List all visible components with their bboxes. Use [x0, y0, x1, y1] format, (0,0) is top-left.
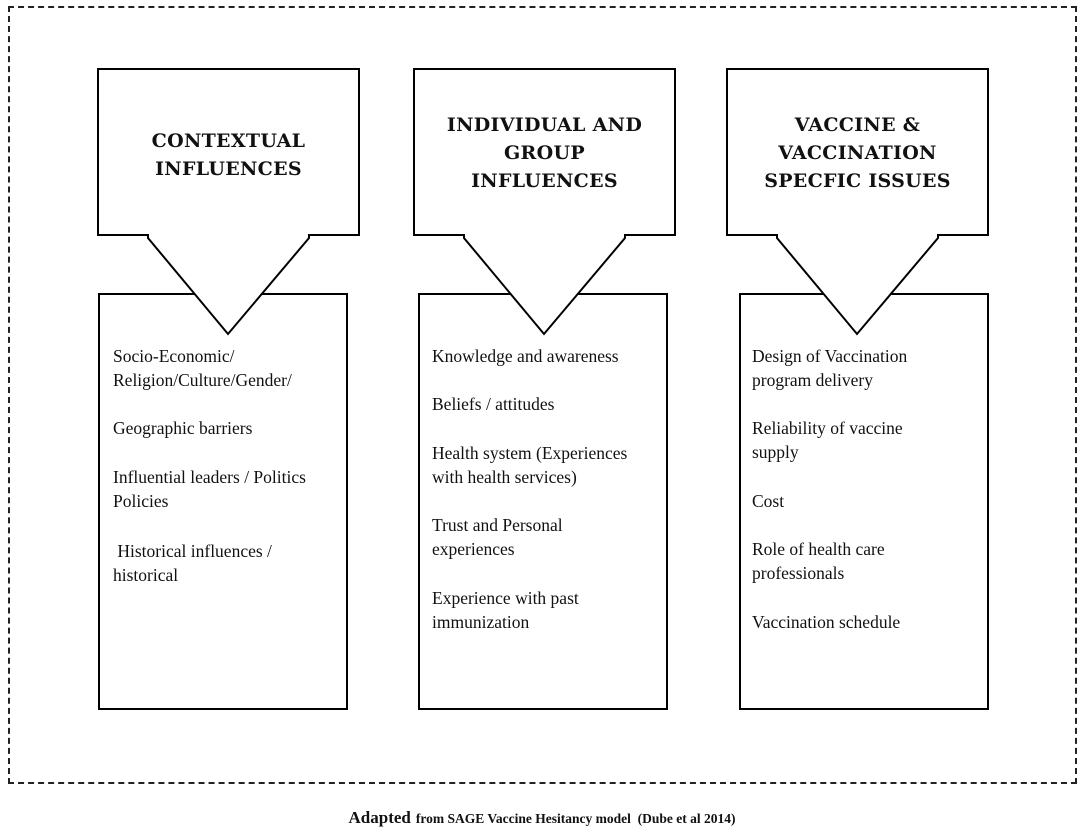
contextual-arrow [97, 68, 360, 336]
figure-caption: Adapted from SAGE Vaccine Hesitancy model… [0, 808, 1084, 828]
list-item: Beliefs / attitudes [432, 392, 554, 416]
heading-line: INDIVIDUAL AND [446, 114, 643, 136]
list-item: Role of health care professionals [752, 537, 885, 585]
item-line: with health services) [432, 467, 577, 487]
item-line: Socio-Economic/ [113, 346, 235, 366]
list-item: Historical influences / historical [113, 539, 272, 587]
heading-line: CONTEXTUAL [151, 130, 306, 152]
item-line: historical [113, 565, 179, 585]
item-line: Design of Vaccination [752, 346, 908, 366]
item-line: supply [752, 442, 799, 462]
item-line: Geographic barriers [113, 418, 253, 438]
list-item: Experience with past immunization [432, 586, 579, 634]
item-line: Policies [113, 491, 169, 511]
vaccine-specific-arrow [726, 68, 989, 336]
item-line: Knowledge and awareness [432, 346, 619, 366]
heading-line: GROUP [504, 142, 585, 164]
list-item: Knowledge and awareness [432, 344, 619, 368]
heading-line: SPECFIC ISSUES [764, 170, 951, 192]
individual-group-heading: INDIVIDUAL AND GROUP INFLUENCES [414, 111, 675, 195]
caption-lead: Adapted [348, 808, 411, 827]
item-line: immunization [432, 612, 530, 632]
heading-line: INFLUENCES [471, 170, 618, 192]
list-item: Socio-Economic/ Religion/Culture/Gender/ [113, 344, 292, 392]
item-line: Trust and Personal [432, 515, 563, 535]
list-item: Reliability of vaccine supply [752, 416, 903, 464]
list-item: Geographic barriers [113, 416, 252, 440]
heading-line: INFLUENCES [155, 158, 302, 180]
item-line: Role of health care [752, 539, 885, 559]
item-line: Religion/Culture/Gender/ [113, 370, 292, 390]
item-line: Health system (Experiences [432, 443, 628, 463]
item-line: Historical influences / [113, 541, 272, 561]
heading-line: VACCINE & [794, 114, 921, 136]
list-item: Cost [752, 489, 784, 513]
item-line: Experience with past [432, 588, 579, 608]
list-item: Vaccination schedule [752, 610, 900, 634]
item-line: Vaccination schedule [752, 612, 901, 632]
caption-source: from SAGE Vaccine Hesitancy model (Dube … [415, 811, 736, 826]
item-line: Reliability of vaccine [752, 418, 903, 438]
item-line: Cost [752, 491, 785, 511]
vaccine-specific-heading: VACCINE & VACCINATION SPECFIC ISSUES [727, 111, 988, 195]
contextual-heading: CONTEXTUAL INFLUENCES [98, 127, 359, 183]
list-item: Health system (Experiences with health s… [432, 441, 627, 489]
item-line: program delivery [752, 370, 873, 390]
list-item: Influential leaders / Politics Policies [113, 465, 306, 513]
heading-line: VACCINATION [778, 142, 937, 164]
item-line: Beliefs / attitudes [432, 394, 555, 414]
list-item: Design of Vaccination program delivery [752, 344, 907, 392]
dashed-frame [8, 6, 1077, 784]
individual-group-arrow [413, 68, 676, 336]
item-line: experiences [432, 539, 515, 559]
list-item: Trust and Personal experiences [432, 513, 563, 561]
item-line: professionals [752, 563, 845, 583]
item-line: Influential leaders / Politics [113, 467, 306, 487]
